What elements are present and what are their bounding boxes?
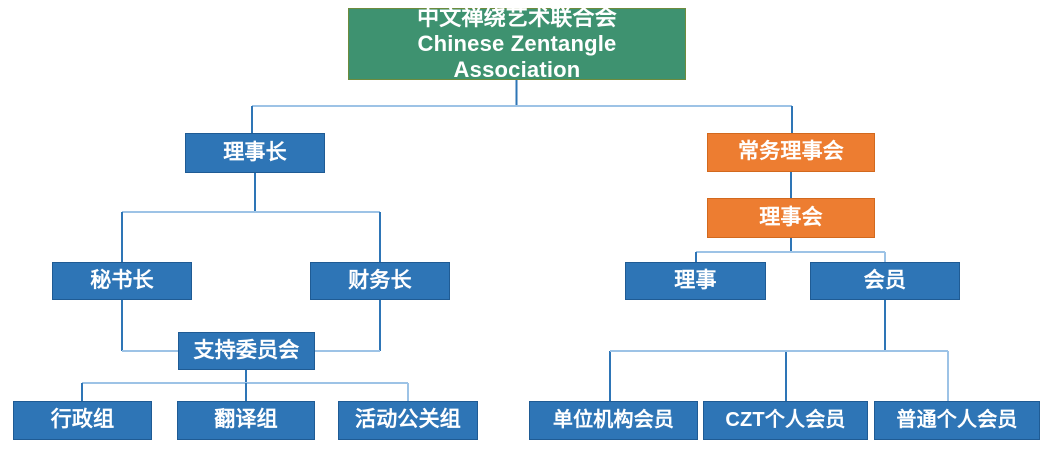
node-root[interactable]: 中文禅绕艺术联合会 Chinese Zentangle Association (348, 5, 686, 83)
node-member[interactable]: 会员 (810, 262, 960, 300)
node-events-pr-group[interactable]: 活动公关组 (338, 401, 478, 440)
node-root-label: 中文禅绕艺术联合会 Chinese Zentangle Association (349, 5, 685, 83)
node-admin-group[interactable]: 行政组 (13, 401, 152, 440)
node-czt-individual-member-label: CZT个人会员 (725, 408, 846, 431)
node-chairman[interactable]: 理事长 (185, 133, 325, 173)
node-translation-group-label: 翻译组 (214, 408, 278, 432)
node-chairman-label: 理事长 (223, 140, 287, 164)
node-secretary-general[interactable]: 秘书长 (52, 262, 192, 300)
node-standing-council-label: 常务理事会 (738, 140, 844, 164)
node-czt-individual-member[interactable]: CZT个人会员 (703, 401, 868, 440)
node-standing-council[interactable]: 常务理事会 (707, 133, 875, 172)
node-admin-group-label: 行政组 (50, 408, 115, 432)
node-institutional-member[interactable]: 单位机构会员 (529, 401, 698, 440)
node-root-title-cn: 中文禅绕艺术联合会 (417, 5, 617, 31)
node-director[interactable]: 理事 (625, 262, 766, 300)
node-treasurer[interactable]: 财务长 (310, 262, 450, 300)
node-general-individual-member-label: 普通个人会员 (896, 408, 1018, 431)
node-general-individual-member[interactable]: 普通个人会员 (874, 401, 1040, 440)
node-support-committee-label: 支持委员会 (193, 338, 300, 362)
node-treasurer-label: 财务长 (348, 268, 412, 292)
node-translation-group[interactable]: 翻译组 (177, 401, 315, 440)
node-events-pr-group-label: 活动公关组 (355, 408, 461, 432)
node-institutional-member-label: 单位机构会员 (552, 408, 675, 431)
node-board-of-directors[interactable]: 理事会 (707, 198, 875, 238)
node-board-of-directors-label: 理事会 (759, 205, 823, 229)
node-root-title-en: Chinese Zentangle Association (417, 31, 617, 82)
node-support-committee[interactable]: 支持委员会 (178, 332, 315, 370)
node-secretary-general-label: 秘书长 (90, 268, 154, 292)
node-member-label: 会员 (863, 268, 907, 292)
node-director-label: 理事 (674, 268, 717, 292)
